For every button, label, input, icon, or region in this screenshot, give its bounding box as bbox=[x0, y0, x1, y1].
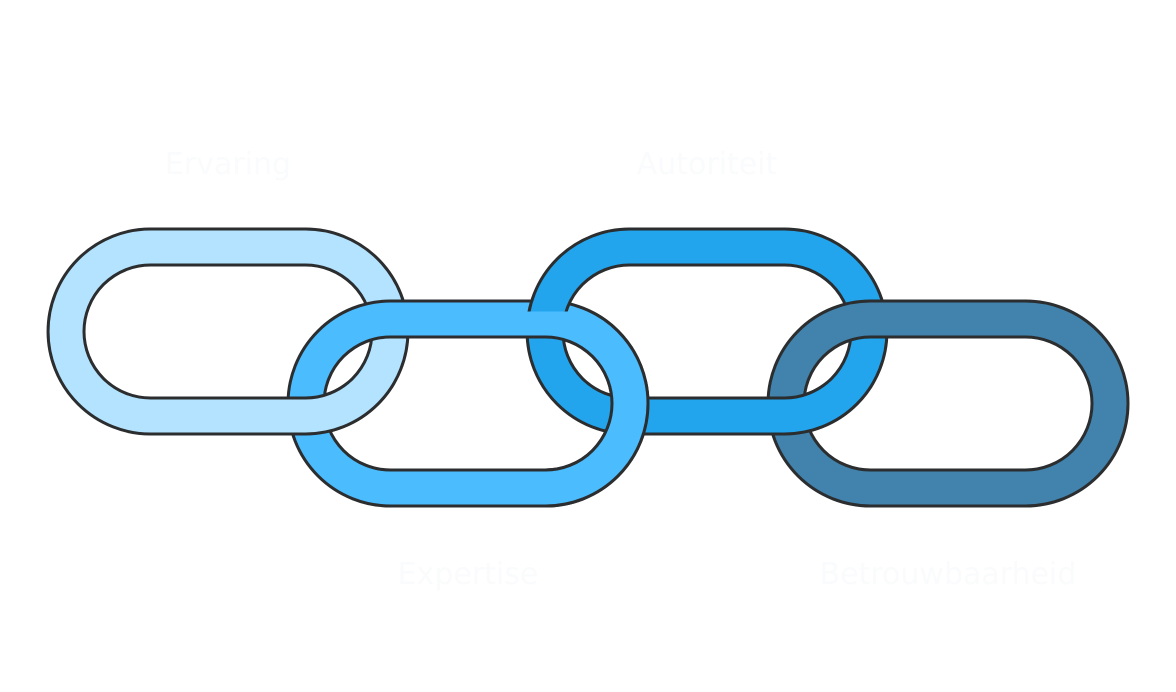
link-label-expertise: Expertise bbox=[397, 557, 539, 592]
chain-link-overlap-2 bbox=[747, 383, 875, 436]
link-label-autoriteit: Autoriteit bbox=[636, 147, 778, 182]
chain-link-overlap-0 bbox=[268, 383, 396, 436]
chain-link-3 bbox=[766, 299, 1130, 508]
chain-link-overlap-1 bbox=[508, 311, 650, 508]
link-label-betrouwbaarheid: Betrouwbaarheid bbox=[819, 557, 1077, 592]
link-label-ervaring: Ervaring bbox=[164, 147, 292, 182]
